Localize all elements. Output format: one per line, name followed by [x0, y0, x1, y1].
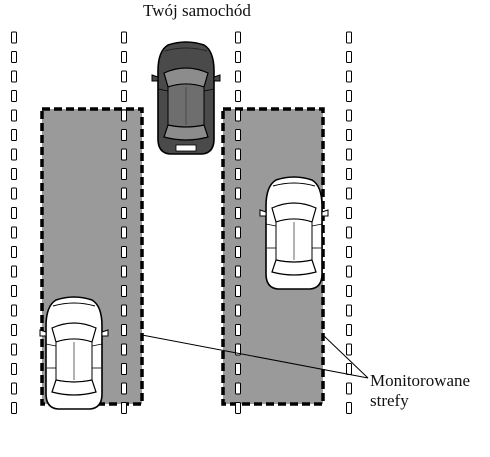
lane-marker-dash — [121, 168, 127, 180]
lane-marker-dash — [11, 207, 17, 219]
lane-marker-dash — [235, 70, 241, 83]
lane-marker-dash — [11, 31, 17, 44]
lane-marker-dash — [235, 168, 241, 180]
lane-marker-dash — [235, 90, 241, 102]
lane-marker-dash — [235, 304, 241, 317]
lane-marker-dash — [235, 246, 241, 258]
lane-marker-dash — [121, 402, 127, 414]
lane-marker-dash — [11, 51, 17, 63]
lane-marker-dash — [11, 324, 17, 336]
lane-marker-dash — [235, 129, 241, 141]
lane-marker-dash — [235, 363, 241, 375]
lane-marker-dash — [11, 129, 17, 141]
lane-marker-dash — [11, 168, 17, 180]
lane-marker-dash — [121, 343, 127, 356]
lane-marker-dash — [235, 109, 241, 122]
lane-marker-dash — [121, 90, 127, 102]
lane-marker-dash — [121, 324, 127, 336]
lane-marker-dash — [11, 265, 17, 278]
leader-line-left-zone — [141, 334, 369, 379]
lane-marker-dash — [121, 187, 127, 200]
lane-marker-dash — [121, 109, 127, 122]
lane-marker-dash — [346, 285, 352, 297]
lane-marker-dash — [121, 363, 127, 375]
own-car — [151, 41, 221, 155]
lane-marker-dash — [11, 226, 17, 239]
lane-marker-dash — [346, 129, 352, 141]
lane-marker-dash — [346, 109, 352, 122]
lane-marker-dash — [121, 246, 127, 258]
lane-marker-dash — [235, 382, 241, 395]
lane-marker-dash — [121, 70, 127, 83]
monitored-zones-label-line2: strefy — [370, 391, 409, 410]
lane-marker-dash — [235, 324, 241, 336]
lane-marker-dash — [11, 363, 17, 375]
lane-marker-dash — [346, 265, 352, 278]
lane-marker-dash — [235, 402, 241, 414]
lane-marker-dash — [346, 148, 352, 161]
lane-marker-dash — [121, 129, 127, 141]
lane-marker-dash — [346, 324, 352, 336]
lane-marker-dash — [11, 90, 17, 102]
monitored-zones-label: Monitorowane strefy — [370, 371, 470, 411]
lane-marker-dash — [11, 304, 17, 317]
lane-marker-dash — [235, 343, 241, 356]
lane-marker-dash — [121, 148, 127, 161]
lane-marker-dash — [346, 168, 352, 180]
lane-marker-dash — [346, 343, 352, 356]
own-car-label: Twój samochód — [143, 1, 251, 20]
lane-marker-dash — [121, 31, 127, 44]
lane-marker-dash — [11, 109, 17, 122]
lane-marker-dash — [235, 265, 241, 278]
lane-marker-dash — [235, 31, 241, 44]
lane-marker-dash — [11, 70, 17, 83]
lane-markers — [11, 31, 352, 414]
lane-marker-dash — [346, 90, 352, 102]
lane-marker-dash — [121, 265, 127, 278]
lane-marker-dash — [235, 226, 241, 239]
lane-marker-dash — [121, 51, 127, 63]
vehicle-left-lane — [39, 296, 109, 410]
lane-marker-dash — [346, 51, 352, 63]
lane-marker-dash — [346, 304, 352, 317]
lane-marker-dash — [11, 187, 17, 200]
lane-marker-dash — [121, 207, 127, 219]
lane-marker-dash — [235, 187, 241, 200]
lane-marker-dash — [121, 382, 127, 395]
lane-marker-dash — [121, 285, 127, 297]
lane-marker-dash — [11, 343, 17, 356]
lane-marker-dash — [11, 246, 17, 258]
lane-marker-dash — [346, 31, 352, 44]
lane-marker-dash — [11, 382, 17, 395]
lane-marker-dash — [235, 148, 241, 161]
lane-marker-dash — [11, 148, 17, 161]
lane-marker-dash — [346, 363, 352, 375]
lane-marker-dash — [121, 304, 127, 317]
lane-marker-dash — [11, 402, 17, 414]
lane-marker-dash — [346, 187, 352, 200]
monitored-zones-label-line1: Monitorowane — [370, 371, 471, 390]
lane-marker-dash — [346, 246, 352, 258]
lane-marker-dash — [11, 285, 17, 297]
lane-marker-dash — [346, 382, 352, 395]
lane-marker-dash — [235, 207, 241, 219]
lane-marker-dash — [346, 226, 352, 239]
vehicle-right-lane — [259, 176, 329, 290]
lane-marker-dash — [235, 51, 241, 63]
leader-line-right-zone — [322, 334, 369, 379]
lane-marker-dash — [235, 285, 241, 297]
lane-marker-dash — [346, 70, 352, 83]
lane-marker-dash — [346, 402, 352, 414]
lane-marker-dash — [121, 226, 127, 239]
lane-marker-dash — [346, 207, 352, 219]
